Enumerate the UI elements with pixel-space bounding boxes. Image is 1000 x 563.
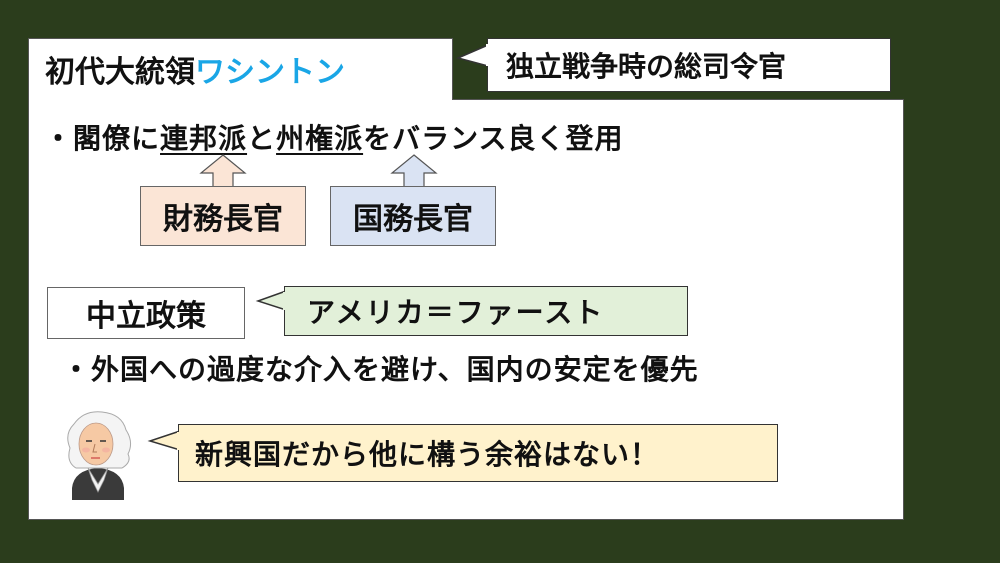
bullet-neutrality: ・外国への過度な介入を避け、国内の安定を優先 xyxy=(62,353,699,386)
title-speech-bubble: 独立戦争時の総司令官 xyxy=(487,38,891,92)
title-name: ワシントン xyxy=(195,55,345,90)
bubble-tail-joint xyxy=(486,44,490,66)
policy-label-text: 中立政策 xyxy=(86,299,206,334)
title-prefix: 初代大統領 xyxy=(45,55,195,90)
policy-bubble-text: アメリカ＝ファースト xyxy=(307,296,605,329)
text: をバランス良く登用 xyxy=(363,122,624,155)
text: と xyxy=(247,122,277,155)
role-label: 財務長官 xyxy=(163,202,283,237)
washington-portrait-icon xyxy=(67,411,132,500)
policy-speech-bubble: アメリカ＝ファースト xyxy=(284,286,688,336)
bullet-cabinet: ・閣僚に連邦派と州権派をバランス良く登用 xyxy=(44,117,624,157)
arrow-up-icon xyxy=(199,154,247,188)
quote-text: 新興国だから他に構う余裕はない！ xyxy=(195,438,660,471)
bubble-tail-joint xyxy=(177,432,181,450)
arrow-up-icon xyxy=(390,154,438,188)
role-secretary-of-state: 国務長官 xyxy=(330,186,496,246)
title-bubble-text: 独立戦争時の総司令官 xyxy=(506,50,787,83)
role-treasury-secretary: 財務長官 xyxy=(140,186,306,246)
bubble-tail-joint xyxy=(283,292,287,310)
slide-title: 初代大統領ワシントン xyxy=(28,38,453,100)
states-rights-faction: 州権派 xyxy=(276,122,364,155)
text: 閣僚に xyxy=(73,122,161,155)
bullet-mark: ・ xyxy=(44,122,74,155)
federalist-faction: 連邦派 xyxy=(160,122,248,155)
role-label: 国務長官 xyxy=(353,202,473,237)
quote-speech-bubble: 新興国だから他に構う余裕はない！ xyxy=(178,424,778,482)
policy-label: 中立政策 xyxy=(47,287,245,339)
